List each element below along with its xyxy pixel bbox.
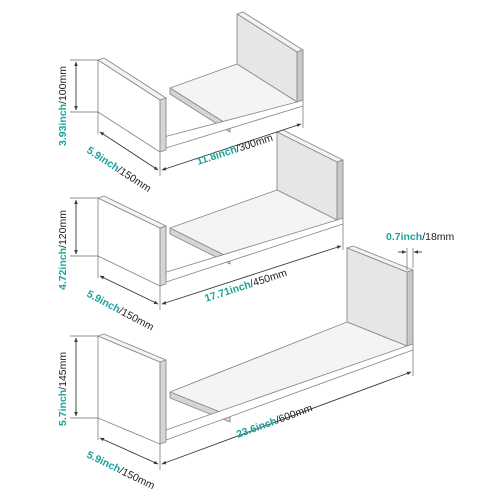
label-depth-small: 5.9inch/150mm: [84, 144, 153, 195]
label-depth-medium: 5.9inch/150mm: [85, 288, 156, 334]
label-length-medium: 17.71inch/450mm: [203, 267, 289, 305]
label-depth-large: 5.9inch/150mm: [85, 449, 157, 492]
label-height-large: 5.7inch/145mm: [57, 352, 69, 426]
dimension-height-large: [70, 335, 98, 419]
dimension-depth-medium: [97, 256, 161, 310]
dimension-thickness-large: [398, 248, 422, 270]
dimension-height-small: [70, 59, 98, 113]
dimension-height-medium: [70, 197, 98, 257]
dimension-length-medium: [161, 224, 344, 305]
dimension-depth-small: [97, 112, 161, 176]
dimension-depth-large: [97, 418, 161, 470]
shelf-small: [97, 11, 304, 153]
label-length-small: 11.8inch/300mm: [195, 132, 274, 168]
label-thickness-large: 0.7inch/18mm: [386, 231, 455, 243]
label-height-small: 3.93inch/100mm: [57, 66, 69, 146]
label-height-medium: 4.72inch/120mm: [57, 210, 69, 290]
dimension-length-large: [161, 350, 414, 465]
dimension-length-small: [161, 106, 304, 171]
